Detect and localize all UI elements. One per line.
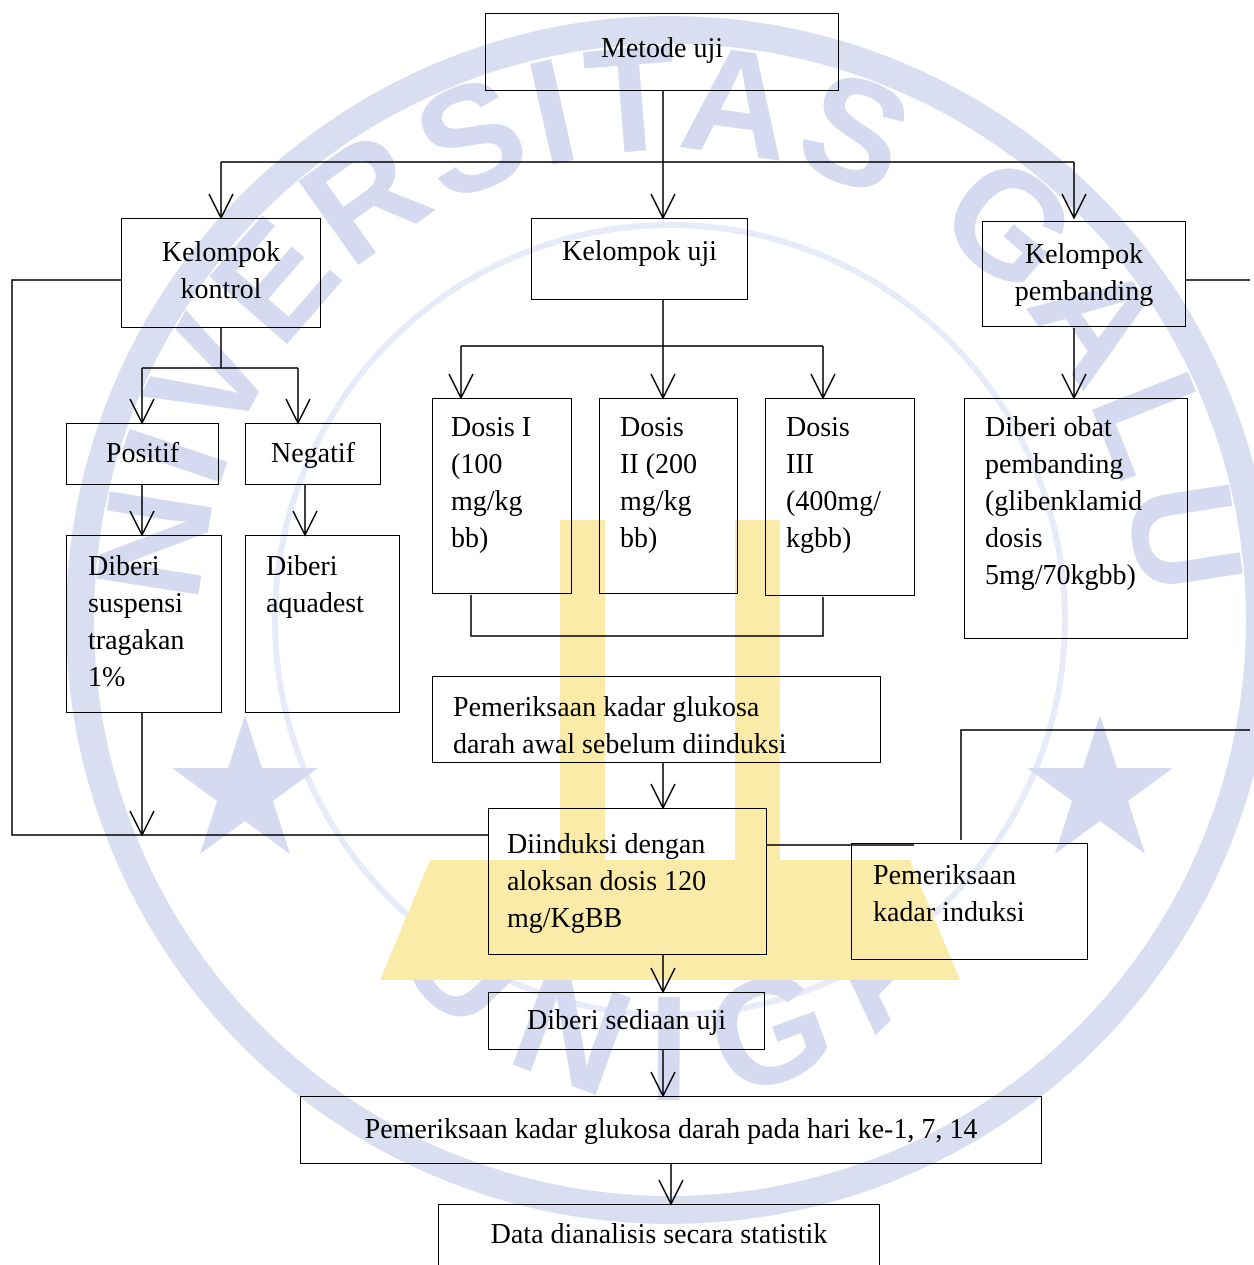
seal-ring-icon [66,16,1254,1224]
dosis-2-box: Dosis II (200 mg/kg bb) [599,398,738,594]
dosis-2-line: bb) [620,523,658,554]
kelompok-uji-box: Kelompok uji [531,218,748,300]
diberi-obat-pembanding-line: 5mg/70kgbb) [985,560,1136,591]
kelompok-pembanding-line: Kelompok [1024,239,1144,270]
metode-uji-label: Metode uji [600,33,724,64]
dosis-1-line: Dosis I [451,412,532,443]
kelompok-kontrol-line: kontrol [180,274,262,305]
kelompok-kontrol-line: Kelompok [161,237,281,268]
diberi-aquadest-box: Diberi aquadest [245,535,400,713]
dosis-1-line: bb) [451,523,489,554]
dosis-1-box: Dosis I (100 mg/kg bb) [432,398,572,594]
star-right-icon [1027,715,1173,854]
diberi-sediaan-uji-box: Diberi sediaan uji [488,992,765,1050]
diberi-aquadest-line: Diberi [266,551,338,582]
pemeriksaan-kadar-induksi-line: Pemeriksaan [873,860,1017,891]
connector-group [11,90,1250,1206]
diberi-obat-pembanding-line: pembanding [985,449,1124,480]
diberi-obat-pembanding-line: dosis [985,523,1043,554]
diberi-sediaan-uji-label: Diberi sediaan uji [526,1005,727,1036]
pemeriksaan-awal-line: darah awal sebelum diinduksi [453,729,787,760]
torch-base-icon [380,860,960,980]
kelompok-kontrol-box: Kelompok kontrol [121,218,321,328]
diberi-suspensi-line: suspensi [88,588,183,619]
diberi-suspensi-line: Diberi [88,551,160,582]
diberi-suspensi-line: 1% [88,662,126,693]
dosis-3-box: Dosis III (400mg/ kgbb) [765,398,915,596]
diinduksi-aloksan-box: Diinduksi dengan aloksan dosis 120 mg/Kg… [488,808,767,955]
dosis-3-line: kgbb) [786,523,852,554]
data-dianalisis-box: Data dianalisis secara statistik [438,1204,880,1265]
dosis-3-line: Dosis [786,412,850,443]
diberi-aquadest-line: aquadest [266,588,364,619]
seal-inner-ring-icon [272,222,1068,1018]
diinduksi-aloksan-line: aloksan dosis 120 [507,866,707,897]
pemeriksaan-awal-line: Pemeriksaan kadar glukosa [453,692,760,723]
dosis-1-line: (100 [451,449,503,480]
dosis-2-line: mg/kg [620,486,692,517]
dosis-2-line: Dosis [620,412,684,443]
pemeriksaan-harian-label: Pemeriksaan kadar glukosa darah pada har… [364,1114,978,1145]
pemeriksaan-kadar-induksi-box: Pemeriksaan kadar induksi [851,843,1088,960]
diberi-suspensi-box: Diberi suspensi tragakan 1% [66,535,222,713]
dosis-2-line: II (200 [620,449,697,480]
diberi-obat-pembanding-line: Diberi obat [985,412,1112,443]
pemeriksaan-kadar-induksi-line: kadar induksi [873,897,1025,928]
dosis-1-line: mg/kg [451,486,523,517]
dosis-3-line: III [786,449,814,480]
kelompok-pembanding-box: Kelompok pembanding [982,221,1186,327]
pemeriksaan-awal-box: Pemeriksaan kadar glukosa darah awal seb… [432,676,881,763]
kelompok-pembanding-line: pembanding [1014,276,1154,307]
diberi-obat-pembanding-line: (glibenklamid [985,486,1143,517]
positif-box: Positif [66,423,219,485]
diinduksi-aloksan-line: Diinduksi dengan [507,829,706,860]
pemeriksaan-harian-box: Pemeriksaan kadar glukosa darah pada har… [300,1096,1042,1164]
diberi-obat-pembanding-box: Diberi obat pembanding (glibenklamid dos… [964,398,1188,639]
data-dianalisis-label: Data dianalisis secara statistik [490,1219,828,1250]
diinduksi-aloksan-line: mg/KgBB [507,903,623,934]
diberi-suspensi-line: tragakan [88,625,185,656]
positif-label: Positif [105,438,180,469]
kelompok-uji-label: Kelompok uji [562,236,717,267]
negatif-box: Negatif [245,423,381,485]
metode-uji-box: Metode uji [485,13,839,91]
dosis-3-line: (400mg/ [786,486,881,517]
negatif-label: Negatif [271,438,355,469]
star-left-icon [172,715,318,854]
